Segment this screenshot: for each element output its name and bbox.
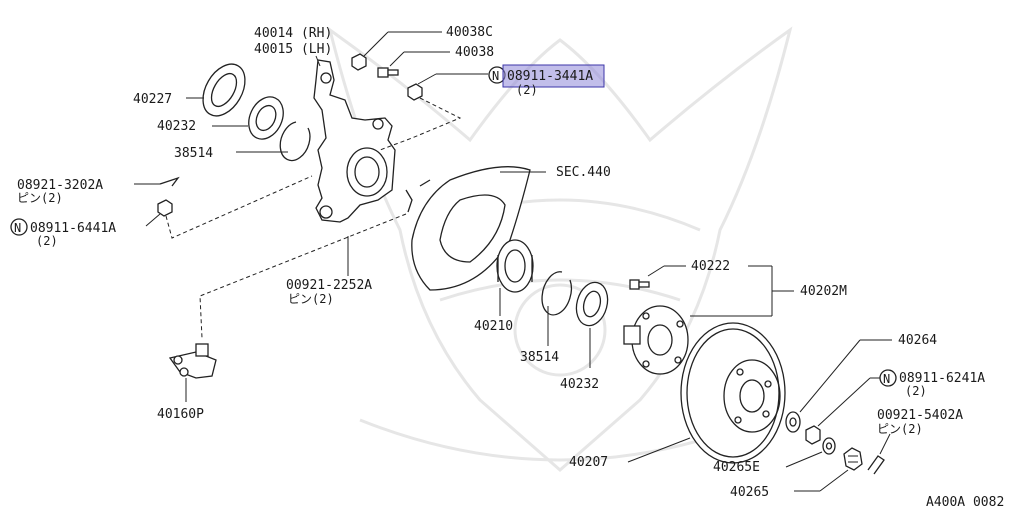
label-40232-a: 40232	[157, 119, 196, 134]
brake-rotor-40207	[680, 322, 786, 464]
label-40207: 40207	[569, 455, 608, 470]
label-38514-b: 38514	[520, 350, 559, 365]
label-40264: 40264	[898, 333, 937, 348]
cotter-pin-00921-5402a	[867, 455, 885, 475]
label-qty-2-b: (2)	[36, 234, 58, 248]
label-qty-2-a: (2)	[516, 83, 538, 97]
label-08911-6241a: 08911-6241A	[899, 371, 985, 386]
label-40265e: 40265E	[713, 460, 760, 475]
bolt-40038	[377, 67, 399, 78]
label-sec440: SEC.440	[556, 165, 611, 180]
ball-joint-40160p	[168, 343, 217, 379]
label-40014: 40014 (RH)	[254, 26, 332, 41]
washer-40265e	[822, 437, 836, 455]
label-40160p: 40160P	[157, 407, 204, 422]
label-40202m: 40202M	[800, 284, 847, 299]
n-symbol-1: N	[492, 69, 499, 83]
diagram-code: A400A 0082	[926, 495, 1004, 510]
n-symbol-circle-3	[879, 369, 897, 387]
nut-40038c	[351, 53, 367, 71]
label-00921-2252a: 00921-2252A	[286, 278, 372, 293]
castle-nut-40265	[843, 447, 863, 471]
label-40210: 40210	[474, 319, 513, 334]
label-40222: 40222	[691, 259, 730, 274]
label-pin-2-a: ピン(2)	[17, 191, 63, 205]
seal-40232-upper	[248, 96, 284, 140]
label-38514-a: 38514	[174, 146, 213, 161]
label-40232-b: 40232	[560, 377, 599, 392]
nut-08911-6441a	[157, 199, 173, 217]
label-08911-6441a: 08911-6441A	[30, 221, 116, 236]
pin-00921-2252a	[405, 189, 413, 213]
label-08911-3441a: 08911-3441A	[507, 69, 593, 84]
snap-ring-38514-upper	[279, 121, 311, 162]
seal-40232-lower	[575, 281, 609, 327]
washer-40264	[785, 411, 801, 433]
highlight-box	[502, 64, 605, 88]
label-pin-2-c: ピン(2)	[877, 422, 923, 436]
label-40227: 40227	[133, 92, 172, 107]
seal-40227	[202, 63, 246, 117]
nut-08911-6241a	[805, 425, 821, 445]
n-symbol-3: N	[883, 372, 890, 386]
label-40038: 40038	[455, 45, 494, 60]
dust-shield-sec440	[411, 166, 531, 291]
hub-bolt-40222	[629, 279, 650, 290]
snap-ring-38514-lower	[541, 271, 572, 316]
label-40015: 40015 (LH)	[254, 42, 332, 57]
label-40038c: 40038C	[446, 25, 493, 40]
wheel-hub-40202m	[623, 305, 689, 375]
n-symbol-circle-2	[10, 218, 28, 236]
label-08921-3202a: 08921-3202A	[17, 178, 103, 193]
label-00921-5402a: 00921-5402A	[877, 408, 963, 423]
label-qty-2-c: (2)	[905, 384, 927, 398]
nut-08911-3441a	[407, 83, 423, 101]
n-symbol-2: N	[14, 221, 21, 235]
steering-knuckle	[313, 59, 396, 223]
pin-08921-3202a	[159, 176, 180, 187]
label-pin-2-b: ピン(2)	[288, 292, 334, 306]
wheel-bearing-40210	[496, 239, 534, 293]
label-40265: 40265	[730, 485, 769, 500]
